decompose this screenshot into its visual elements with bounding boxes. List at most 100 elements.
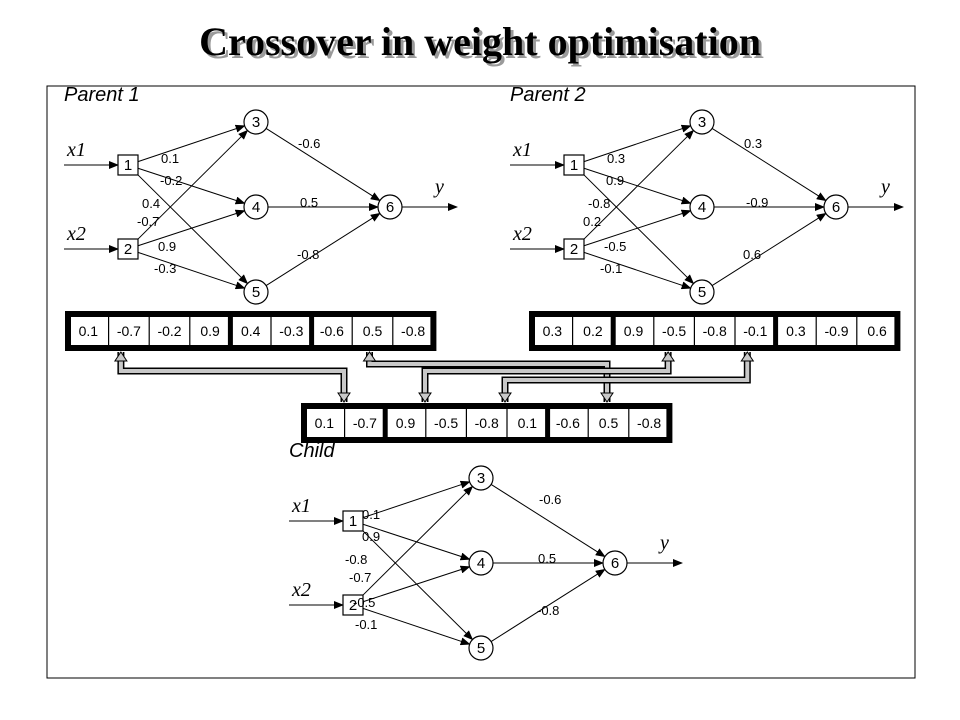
parent2-weight-label: 0.6: [743, 247, 761, 262]
parent1-connection-3-6: [265, 128, 381, 202]
child-connection-1-3: [362, 480, 471, 519]
parent1-connection-2-5: [137, 251, 246, 290]
child-gene-2: 0.9: [396, 415, 416, 431]
child-connection-5-6: [490, 568, 606, 642]
parent1-neuron-6: [377, 194, 403, 220]
parent1-neuron-3: [243, 109, 269, 135]
child-weight-label: 0.5: [538, 551, 556, 566]
parent2-node-label-6: 6: [832, 199, 840, 216]
child-weight-label: -0.8: [345, 552, 367, 567]
child-input-neuron-1: [342, 510, 364, 532]
parent1-node-label-3: 3: [252, 114, 260, 131]
child-weight-label: 0.9: [362, 529, 380, 544]
parent2-weight-label: 0.3: [607, 151, 625, 166]
parent1-weight-label: -0.8: [297, 247, 319, 262]
child-neuron-3: [468, 465, 494, 491]
parent2-weight-label: 0.9: [606, 173, 624, 188]
child-neuron-5: [468, 635, 494, 661]
parent2-weight-label: 0.2: [583, 214, 601, 229]
parent2-connection-1-3: [583, 124, 692, 163]
parent1-connection-2-4: [137, 209, 246, 247]
parent2-gene-2: 0.9: [624, 323, 644, 339]
parent2-label: Parent 2: [510, 84, 586, 106]
child-gene-5: 0.1: [518, 415, 538, 431]
parent1-input-neuron-1: [117, 154, 139, 176]
child-input-label-x1: x1: [291, 495, 311, 517]
parent2-input-label-x1: x1: [512, 139, 532, 161]
child-connection-2-4: [362, 565, 471, 603]
child-connection-1-5: [362, 530, 474, 641]
parent2-weight-label: -0.5: [604, 239, 626, 254]
parent1-node-label-6: 6: [386, 199, 394, 216]
child-gene-1: -0.7: [353, 415, 377, 431]
parent1-gene-7: 0.5: [363, 323, 383, 339]
parent1-input-label-x1: x1: [66, 139, 86, 161]
child-weight-label: 0.1: [362, 507, 380, 522]
parent2-weight-label: -0.9: [746, 195, 768, 210]
child-input-label-x2: x2: [291, 579, 311, 601]
parent1-gene-3: 0.9: [200, 323, 220, 339]
parent1-gene-6: -0.6: [320, 323, 344, 339]
parent2-output-label: y: [879, 176, 890, 198]
parent1-connection-2-3: [137, 129, 249, 240]
parent1-gene-0: 0.1: [79, 323, 99, 339]
child-neuron-6: [602, 550, 628, 576]
parent1-node-label-5: 5: [252, 284, 260, 301]
parent2-gene-4: -0.8: [703, 323, 727, 339]
parent1-gene-1: -0.7: [117, 323, 141, 339]
child-neuron-4: [468, 550, 494, 576]
parent1-gene-5: -0.3: [279, 323, 303, 339]
parent1-weight-label: -0.3: [154, 261, 176, 276]
parent1-weight-label: 0.4: [142, 196, 160, 211]
child-node-label-5: 5: [477, 640, 485, 657]
parent2-input-neuron-1: [563, 154, 585, 176]
parent1-input-label-x2: x2: [66, 223, 86, 245]
parent2-neuron-5: [689, 279, 715, 305]
parent1-weight-label: 0.9: [158, 239, 176, 254]
parent1-connection-5-6: [265, 212, 381, 286]
child-network: 123456Childx1x2y0.10.9-0.8-0.7-0.5-0.1-0…: [289, 440, 683, 661]
parent2-connection-2-3: [583, 129, 695, 240]
parent2-gene-7: -0.9: [824, 323, 848, 339]
parent1-neuron-4: [243, 194, 269, 220]
child-connection-2-5: [362, 607, 471, 646]
crossover-arrows: [113, 351, 755, 403]
parent2-connection-2-4: [583, 209, 692, 247]
parent2-weight-label: -0.8: [588, 196, 610, 211]
parent2-neuron-6: [823, 194, 849, 220]
parent2-node-label-4: 4: [698, 199, 706, 216]
child-weight-label: -0.7: [349, 570, 371, 585]
parent1-node-label-1: 1: [124, 157, 132, 174]
child-label: Child: [289, 440, 335, 462]
parent2-connection-2-5: [583, 251, 692, 290]
parent1-weight-label: -0.6: [298, 136, 320, 151]
parent1-output-label: y: [433, 176, 444, 198]
parent2-gene-5: -0.1: [743, 323, 767, 339]
child-connection-2-3: [362, 485, 474, 596]
parent1-weight-label: -0.2: [160, 173, 182, 188]
parent2-gene-0: 0.3: [543, 323, 563, 339]
parent1-gene-2: -0.2: [157, 323, 181, 339]
parent1-connection-1-5: [137, 174, 249, 285]
parent2-node-label-2: 2: [570, 241, 578, 258]
child-input-neuron-2: [342, 594, 364, 616]
parent2-input-neuron-2: [563, 238, 585, 260]
parent2-weight-label: -0.1: [600, 261, 622, 276]
child-gene-3: -0.5: [434, 415, 458, 431]
parent2-gene-8: 0.6: [867, 323, 887, 339]
parent2-gene-6: 0.3: [786, 323, 806, 339]
parent1-gene-8: -0.8: [401, 323, 425, 339]
child-node-label-2: 2: [349, 597, 357, 614]
crossover-arrow-parent1-left: [113, 351, 351, 403]
parent1-weight-label: 0.5: [300, 195, 318, 210]
parent2-connection-1-5: [583, 174, 695, 285]
parent1-weight-label: -0.7: [137, 214, 159, 229]
parent2-connection-5-6: [711, 212, 827, 286]
parent1-neuron-5: [243, 279, 269, 305]
parent2-weight-label: 0.3: [744, 136, 762, 151]
